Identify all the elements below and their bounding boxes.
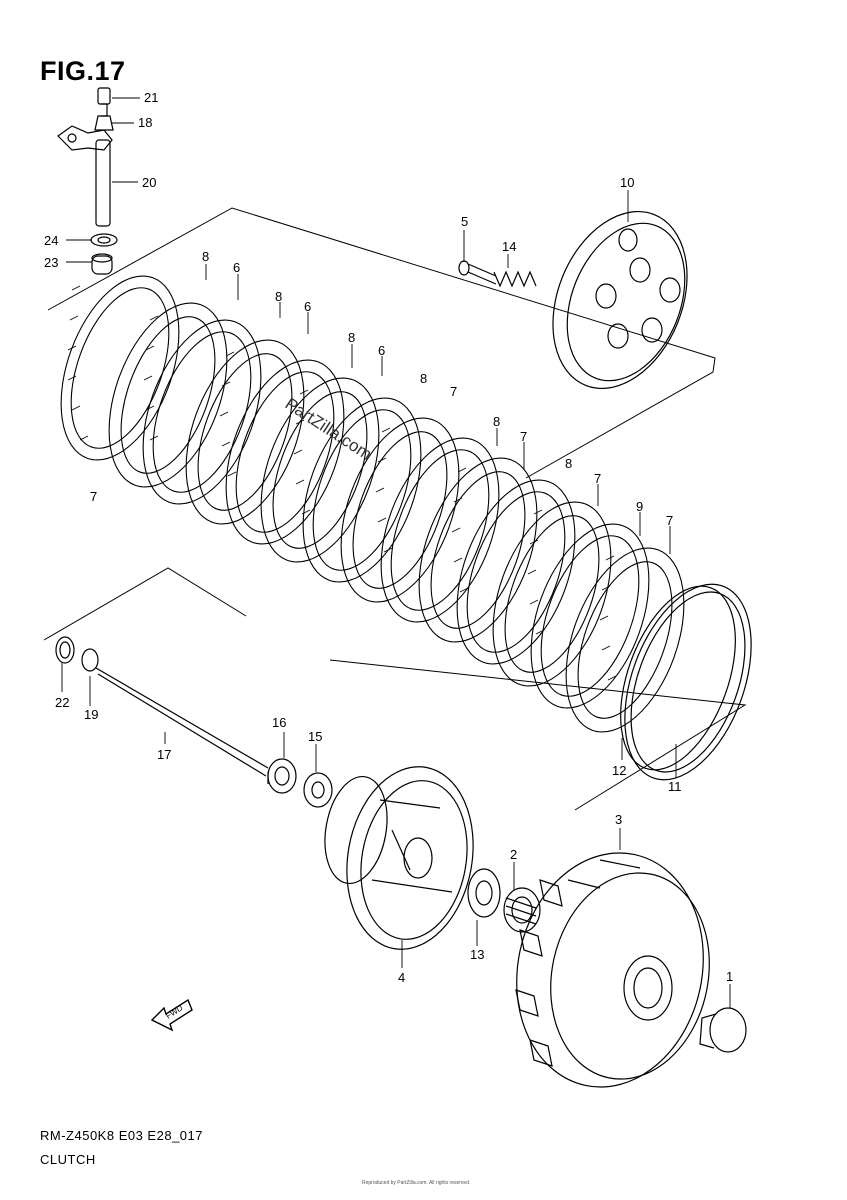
- clutch-sleeve-hub-4: [324, 766, 474, 950]
- callout-11: 11: [668, 779, 682, 794]
- needle-bearing-2: [503, 887, 541, 933]
- callout-13: 13: [470, 947, 485, 962]
- callout-7: 7: [450, 384, 458, 399]
- callout-22: 22: [55, 695, 70, 710]
- bearing-23: [91, 255, 113, 275]
- callout-9: 9: [636, 499, 644, 514]
- forward-arrow: FWD: [150, 998, 193, 1032]
- model-code: RM-Z450K8 E03 E28_017: [40, 1128, 203, 1143]
- pressure-plate-10: [552, 210, 688, 390]
- callout-8: 8: [565, 456, 573, 471]
- callout-7: 7: [90, 489, 98, 504]
- clutch-housing-3: [515, 852, 710, 1088]
- upper-assembly-frame: [47, 207, 716, 479]
- callout-10: 10: [620, 175, 635, 190]
- callout-8: 8: [202, 249, 210, 264]
- callout-15: 15: [308, 729, 323, 744]
- damper-11: [624, 583, 752, 781]
- callout-17: 17: [157, 747, 172, 762]
- washer-15: [303, 772, 333, 808]
- callout-3: 3: [615, 812, 623, 827]
- callout-7: 7: [520, 429, 528, 444]
- callout-6: 6: [233, 260, 241, 275]
- callout-24: 24: [44, 233, 59, 248]
- callout-20: 20: [142, 175, 157, 190]
- callout-6: 6: [304, 299, 312, 314]
- callout-7: 7: [594, 471, 602, 486]
- callout-12: 12: [612, 763, 627, 778]
- callout-2: 2: [510, 847, 518, 862]
- callout-18: 18: [138, 115, 153, 130]
- callout-4: 4: [398, 970, 406, 985]
- callout-21: 21: [144, 90, 159, 105]
- washer-22: [55, 636, 75, 664]
- bearing-16: [267, 758, 297, 794]
- callout-1: 1: [726, 969, 734, 984]
- callout-8: 8: [348, 330, 356, 345]
- thrust-washer-13: [467, 868, 501, 918]
- release-rod-assembly: [57, 87, 114, 227]
- callout-14: 14: [502, 239, 517, 254]
- push-rod-17: [81, 648, 269, 777]
- callout-19: 19: [84, 707, 99, 722]
- friction-plate-tabs: [67, 285, 617, 681]
- oil-seal-24: [90, 233, 118, 247]
- clutch-plate-stack: [60, 275, 685, 733]
- lower-assembly-frame: [43, 567, 747, 811]
- figure-title: FIG.17: [40, 56, 126, 86]
- forward-arrow-label: FWD: [164, 1003, 184, 1020]
- callout-8: 8: [275, 289, 283, 304]
- callout-8: 8: [420, 371, 428, 386]
- leader-lines: [61, 97, 731, 1008]
- wire-ring-12: [620, 585, 736, 771]
- callout-7: 7: [666, 513, 674, 528]
- section-name: CLUTCH: [40, 1152, 96, 1167]
- copyright-note: Reproduced by PartZilla.com. All rights …: [362, 1180, 471, 1186]
- spacer-1: [699, 1007, 747, 1053]
- callout-6: 6: [378, 343, 386, 358]
- callout-8: 8: [493, 414, 501, 429]
- callout-16: 16: [272, 715, 287, 730]
- callout-23: 23: [44, 255, 59, 270]
- callout-5: 5: [461, 214, 469, 229]
